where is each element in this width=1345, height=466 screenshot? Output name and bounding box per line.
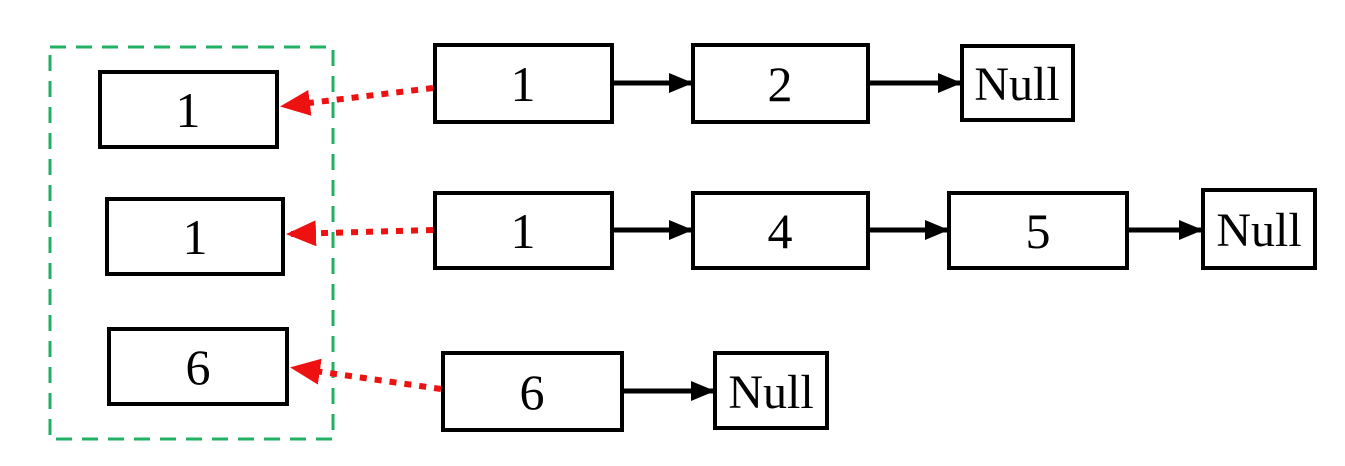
merged-box xyxy=(105,197,285,276)
null-label: Null xyxy=(1216,204,1301,257)
linked-list-row: 1 4 5 Null xyxy=(286,188,1317,270)
null-label: Null xyxy=(728,366,813,419)
null-box xyxy=(713,351,829,430)
merged-group-outline xyxy=(48,45,335,441)
list-node-box xyxy=(433,43,614,124)
list-node-label: 1 xyxy=(511,203,536,259)
linked-list-row: 6 Null xyxy=(290,351,829,432)
back-pointer-arrow xyxy=(280,85,434,116)
merged-item: 6 xyxy=(107,327,289,406)
merged-box xyxy=(98,70,279,149)
back-pointer-arrow xyxy=(286,220,434,247)
back-pointer-arrow xyxy=(290,358,442,392)
list-node-label: 1 xyxy=(511,56,536,112)
list-node-box xyxy=(691,191,870,270)
list-node-label: 4 xyxy=(768,203,793,259)
merged-box-label: 1 xyxy=(183,209,208,265)
list-node-label: 6 xyxy=(520,364,545,420)
list-node-box xyxy=(433,191,614,270)
list-node-box xyxy=(441,351,624,432)
null-box xyxy=(1201,188,1317,270)
merged-box xyxy=(107,327,289,406)
null-box xyxy=(960,44,1075,122)
list-node-label: 2 xyxy=(768,56,793,112)
linked-list-row: 1 2 Null xyxy=(280,43,1075,124)
null-label: Null xyxy=(974,58,1059,111)
merged-box-label: 1 xyxy=(176,82,201,138)
merged-item: 1 xyxy=(105,197,285,276)
list-node-box xyxy=(947,191,1129,270)
merged-box-label: 6 xyxy=(186,339,211,395)
merged-item: 1 xyxy=(98,70,279,149)
list-node-label: 5 xyxy=(1026,203,1051,259)
